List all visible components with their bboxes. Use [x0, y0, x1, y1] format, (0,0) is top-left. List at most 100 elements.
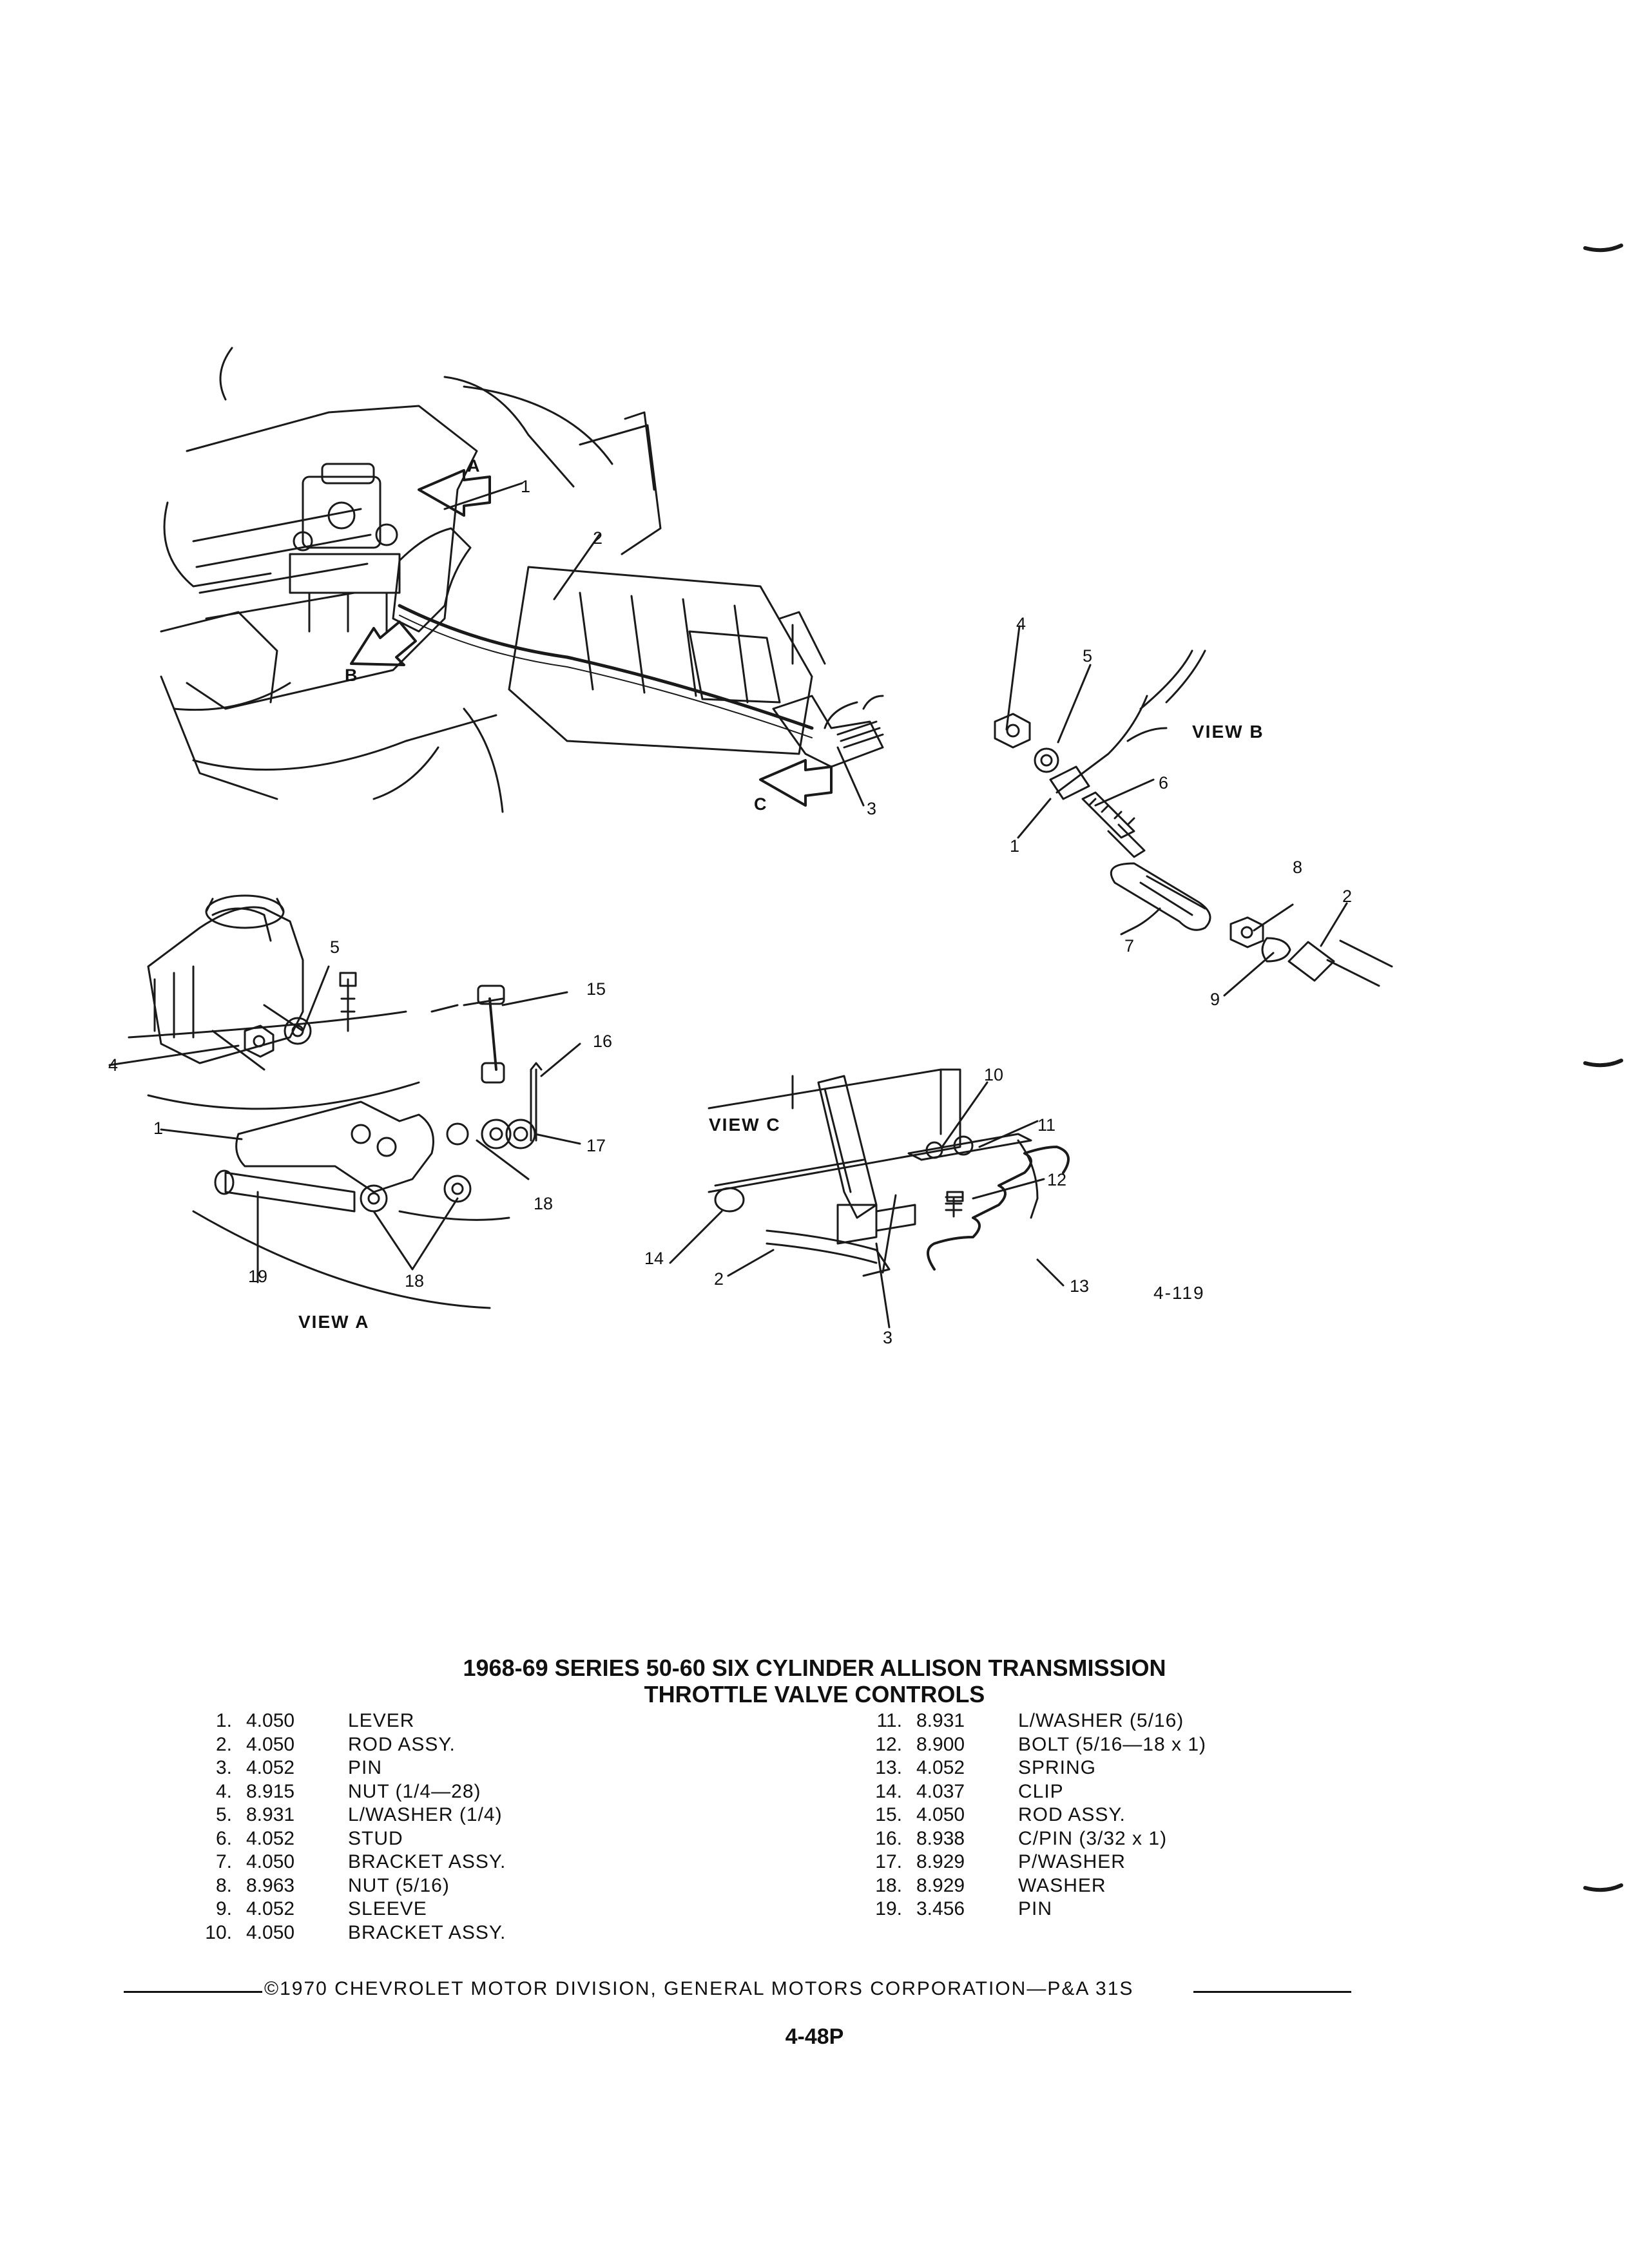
margin-marks	[1583, 244, 1623, 1892]
part-number: 17.	[875, 1851, 902, 1872]
part-number: 6.	[215, 1827, 232, 1849]
heading-line-2: THROTTLE VALVE CONTROLS	[644, 1681, 985, 1708]
part-number: 13.	[875, 1757, 902, 1778]
part-description: NUT (5/16)	[348, 1874, 450, 1896]
page-heading: 1968-69 SERIES 50-60 SIX CYLINDER ALLISO…	[0, 1655, 1629, 1708]
part-code: 4.052	[916, 1757, 965, 1778]
part-number: 1.	[215, 1710, 232, 1731]
parts-row: 6. 4.052 STUD	[187, 1827, 574, 1851]
part-code: 4.050	[246, 1710, 295, 1731]
arrow-c-icon	[759, 759, 833, 807]
part-description: L/WASHER (5/16)	[1018, 1710, 1184, 1731]
arrow-letter-a: A	[467, 456, 480, 476]
arrow-letter-b: B	[345, 666, 358, 685]
part-description: SLEEVE	[348, 1898, 427, 1919]
callout-5-view-a: 5	[330, 937, 340, 957]
view-a-detail	[108, 894, 581, 1309]
part-code: 8.915	[246, 1780, 295, 1802]
parts-row: 12. 8.900 BOLT (5/16—18 x 1)	[857, 1733, 1308, 1757]
part-code: 4.050	[246, 1851, 295, 1872]
part-description: BRACKET ASSY.	[348, 1851, 506, 1872]
part-code: 4.050	[246, 1733, 295, 1755]
callout-1-view-b: 1	[1010, 836, 1020, 856]
copyright-footer: ©1970 CHEVROLET MOTOR DIVISION, GENERAL …	[124, 1978, 1351, 2004]
view-b-exploded	[994, 625, 1393, 997]
part-number: 15.	[875, 1804, 902, 1825]
part-description: BOLT (5/16—18 x 1)	[1018, 1733, 1207, 1755]
callout-16-view-a: 16	[593, 1032, 613, 1051]
callout-7-view-b: 7	[1124, 936, 1135, 956]
figure-number: 4-119	[1153, 1283, 1205, 1303]
callout-2-view-c: 2	[714, 1269, 724, 1289]
callout-18-view-a-lower: 18	[405, 1271, 425, 1291]
part-number: 2.	[215, 1733, 232, 1755]
part-description: CLIP	[1018, 1780, 1064, 1802]
part-number: 10.	[205, 1921, 232, 1943]
part-code: 8.900	[916, 1733, 965, 1755]
part-number: 4.	[215, 1780, 232, 1802]
part-number: 11.	[876, 1710, 902, 1731]
part-code: 4.052	[246, 1827, 295, 1849]
view-b-label: VIEW B	[1192, 722, 1264, 742]
part-description: ROD ASSY.	[1018, 1804, 1126, 1825]
part-description: WASHER	[1018, 1874, 1106, 1896]
callout-13-view-c: 13	[1070, 1276, 1090, 1296]
view-c-label: VIEW C	[709, 1115, 781, 1135]
part-code: 8.938	[916, 1827, 965, 1849]
callout-8-view-b: 8	[1293, 858, 1303, 877]
part-code: 8.929	[916, 1851, 965, 1872]
part-code: 8.931	[246, 1804, 295, 1825]
callout-6-view-b: 6	[1159, 773, 1169, 793]
callout-15-view-a: 15	[586, 979, 606, 999]
part-code: 8.963	[246, 1874, 295, 1896]
part-code: 8.929	[916, 1874, 965, 1896]
part-number: 8.	[215, 1874, 232, 1896]
part-description: ROD ASSY.	[348, 1733, 456, 1755]
part-code: 4.052	[246, 1898, 295, 1919]
part-description: C/PIN (3/32 x 1)	[1018, 1827, 1168, 1849]
callout-1-view-a: 1	[153, 1119, 164, 1138]
copyright-text: ©1970 CHEVROLET MOTOR DIVISION, GENERAL …	[264, 1978, 1134, 1999]
callout-17-view-a: 17	[586, 1136, 606, 1155]
part-description: BRACKET ASSY.	[348, 1921, 506, 1943]
callout-3-main: 3	[867, 799, 877, 818]
callout-1-main: 1	[521, 477, 531, 496]
parts-row: 7. 4.050 BRACKET ASSY.	[187, 1850, 574, 1874]
parts-row: 8. 8.963 NUT (5/16)	[187, 1874, 574, 1898]
parts-row: 16. 8.938 C/PIN (3/32 x 1)	[857, 1827, 1308, 1851]
part-description: STUD	[348, 1827, 403, 1849]
part-description: NUT (1/4—28)	[348, 1780, 481, 1802]
part-number: 12.	[875, 1733, 902, 1755]
part-code: 4.037	[916, 1780, 965, 1802]
arrow-letter-c: C	[754, 794, 767, 814]
part-number: 3.	[215, 1757, 232, 1778]
callout-4-view-a: 4	[108, 1055, 119, 1075]
callout-10-view-c: 10	[984, 1065, 1004, 1084]
part-description: PIN	[1018, 1898, 1053, 1919]
callout-18-view-a-upper: 18	[534, 1194, 554, 1213]
callout-4-view-b: 4	[1016, 614, 1027, 633]
parts-row: 14. 4.037 CLIP	[857, 1780, 1308, 1804]
callout-19-view-a: 19	[248, 1267, 268, 1286]
part-number: 14.	[875, 1780, 902, 1802]
callout-9-view-b: 9	[1210, 990, 1220, 1009]
part-number: 16.	[875, 1827, 902, 1849]
arrow-b-icon	[350, 620, 417, 666]
part-code: 4.052	[246, 1757, 295, 1778]
callout-14-view-c: 14	[644, 1249, 664, 1268]
part-number: 7.	[215, 1851, 232, 1872]
footer-rule-right	[1193, 1991, 1351, 1993]
